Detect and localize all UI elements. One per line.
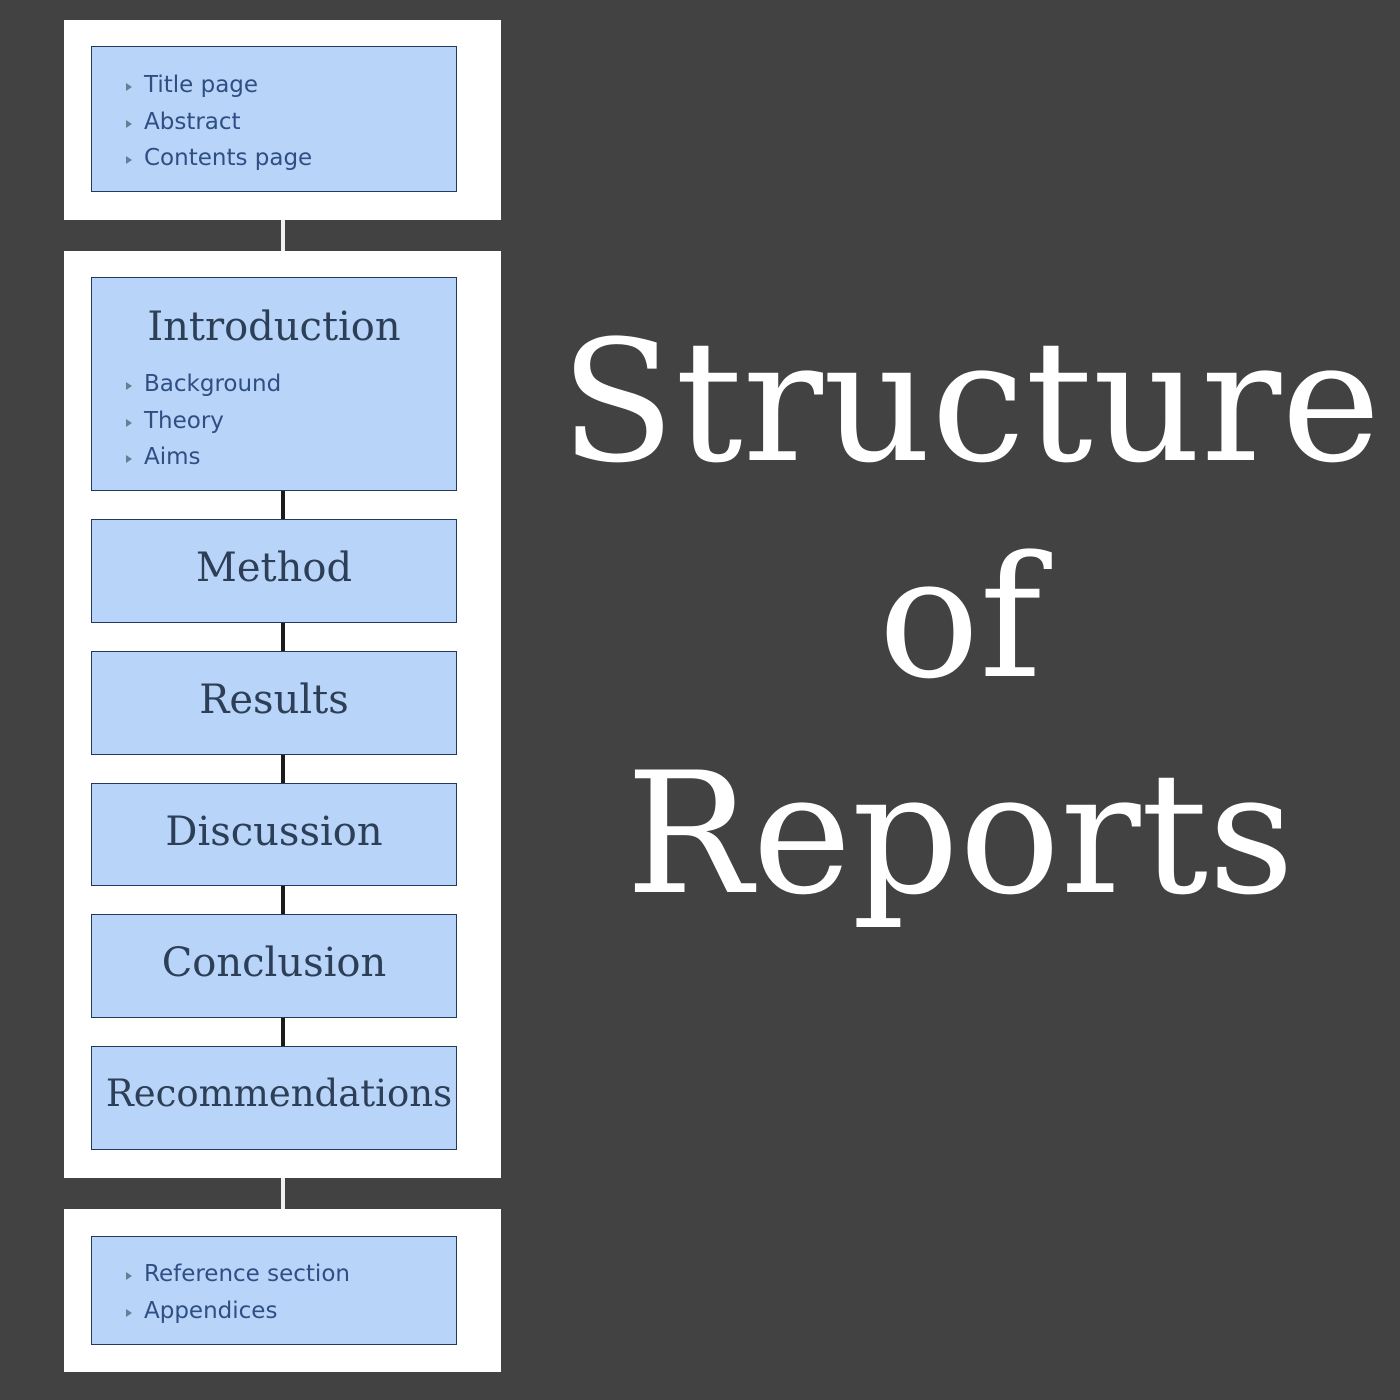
connector-body-to-back xyxy=(281,1178,285,1209)
discussion-heading: Discussion xyxy=(165,809,383,855)
list-item: Theory xyxy=(126,403,281,440)
front-matter-box: Title page Abstract Contents page xyxy=(91,46,457,192)
list-item: Appendices xyxy=(126,1293,350,1330)
bullet-icon xyxy=(126,156,132,165)
bullet-icon xyxy=(126,382,132,391)
recommendations-heading: Recommendations xyxy=(105,1072,453,1115)
connector-results-discussion xyxy=(281,755,285,783)
discussion-box: Discussion xyxy=(91,783,457,886)
list-item: Abstract xyxy=(126,104,312,141)
connector-front-to-body xyxy=(281,220,285,251)
front-matter-list: Title page Abstract Contents page xyxy=(126,67,312,177)
bullet-icon xyxy=(126,1272,132,1281)
connector-method-results xyxy=(281,623,285,651)
title-line-structure: Structure xyxy=(560,304,1381,500)
bullet-icon xyxy=(126,455,132,464)
list-item: Background xyxy=(126,366,281,403)
list-item: Contents page xyxy=(126,140,312,177)
conclusion-box: Conclusion xyxy=(91,914,457,1018)
method-box: Method xyxy=(91,519,457,623)
bullet-icon xyxy=(126,119,132,128)
conclusion-heading: Conclusion xyxy=(161,940,387,986)
connector-conclusion-recommendations xyxy=(281,1018,285,1046)
title-line-of: of xyxy=(878,520,1042,716)
list-item: Aims xyxy=(126,439,281,476)
connector-discussion-conclusion xyxy=(281,886,285,914)
results-box: Results xyxy=(91,651,457,755)
title-line-reports: Reports xyxy=(625,736,1295,932)
recommendations-box: Recommendations xyxy=(91,1046,457,1150)
back-matter-list: Reference section Appendices xyxy=(126,1256,350,1329)
list-item: Reference section xyxy=(126,1256,350,1293)
introduction-heading: Introduction xyxy=(147,304,401,350)
back-matter-box: Reference section Appendices xyxy=(91,1236,457,1345)
introduction-box: Introduction Background Theory Aims xyxy=(91,277,457,491)
connector-introduction-method xyxy=(281,491,285,519)
bullet-icon xyxy=(126,83,132,92)
method-heading: Method xyxy=(195,545,353,591)
introduction-list: Background Theory Aims xyxy=(126,366,281,476)
results-heading: Results xyxy=(199,677,349,723)
list-item: Title page xyxy=(126,67,312,104)
bullet-icon xyxy=(126,418,132,427)
bullet-icon xyxy=(126,1308,132,1317)
